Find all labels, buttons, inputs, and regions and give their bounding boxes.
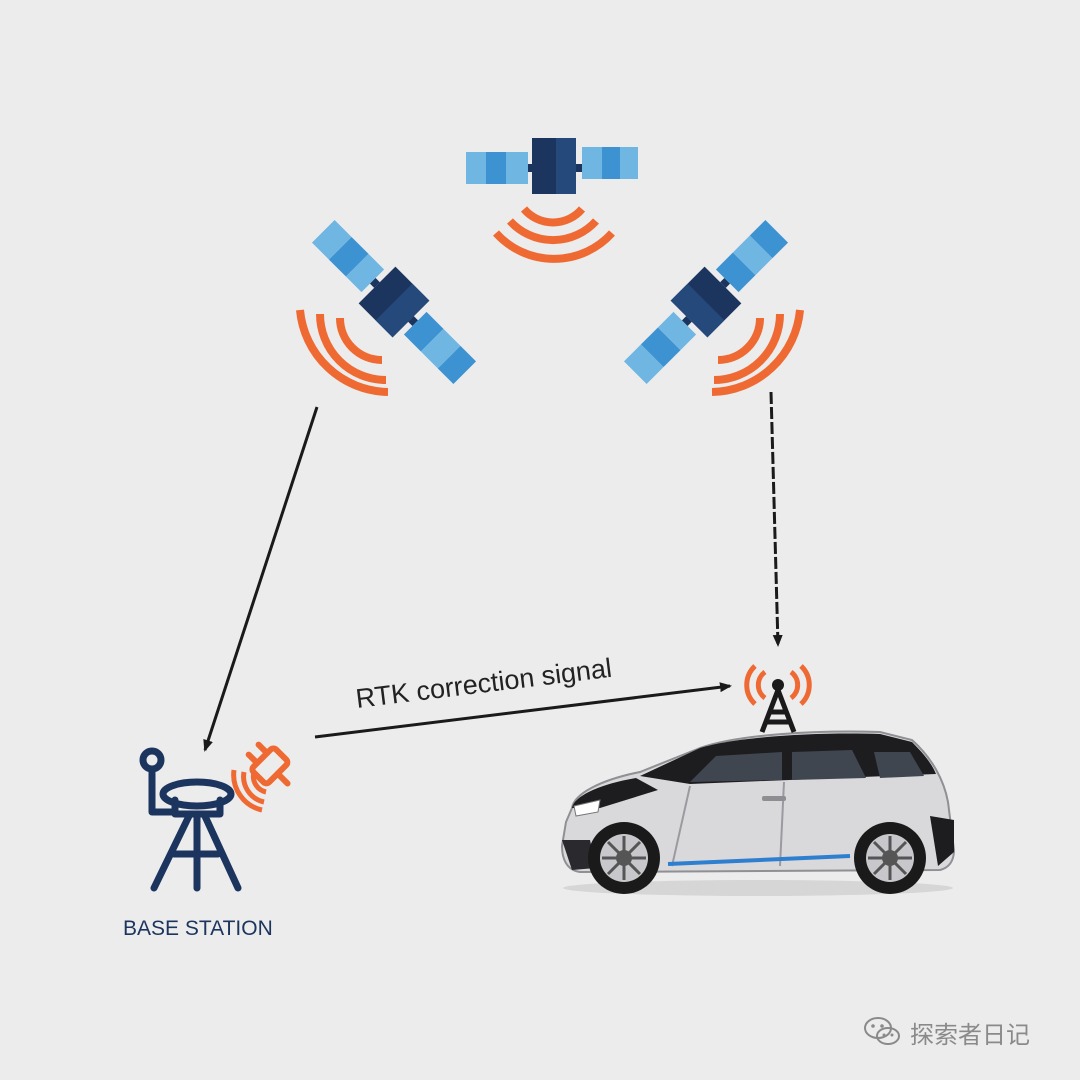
arrow-left-satellite-to-base xyxy=(203,406,319,752)
watermark-text: 探索者日记 xyxy=(910,1020,1030,1049)
base-station-icon xyxy=(139,747,242,892)
satellite-icon xyxy=(623,219,789,385)
car-icon xyxy=(560,730,956,896)
antenna-icon xyxy=(744,664,812,733)
watermark: 探索者日记 xyxy=(862,1010,1062,1054)
satellite-top xyxy=(466,138,638,263)
satellite-icon xyxy=(311,219,477,385)
base-station-label: BASE STATION xyxy=(123,917,273,940)
satellite-left xyxy=(296,219,477,396)
radio-waves-icon xyxy=(711,309,804,396)
wechat-icon xyxy=(864,1017,900,1045)
satellite-right xyxy=(623,219,804,396)
plug-transmitter-icon xyxy=(231,741,291,813)
arrow-rtk-correction xyxy=(314,682,732,739)
radio-waves-icon xyxy=(493,206,615,263)
arrow-right-satellite-to-car xyxy=(769,391,783,647)
car-wheel-rear xyxy=(854,822,926,894)
radio-waves-icon xyxy=(296,309,389,396)
satellite-icon xyxy=(466,138,638,194)
car-wheel-front xyxy=(588,822,660,894)
